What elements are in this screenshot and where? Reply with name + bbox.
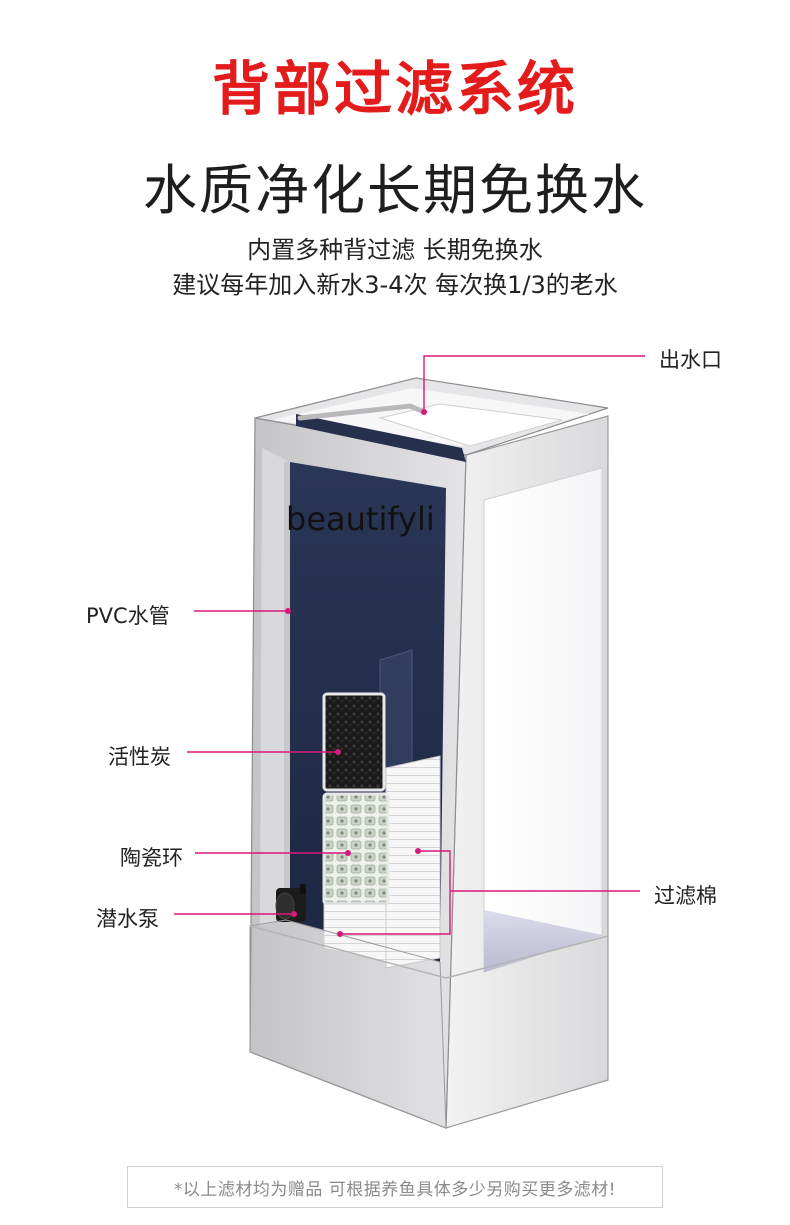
label-activated-carbon: 活性炭 xyxy=(108,745,171,769)
footer-note-box: *以上滤材均为赠品 可根据养鱼具体多少另购买更多滤材! xyxy=(127,1166,663,1208)
description-line-1: 内置多种背过滤 长期免换水 xyxy=(247,236,543,264)
label-outlet: 出水口 xyxy=(659,348,722,372)
label-submersible-pump: 潜水泵 xyxy=(96,907,159,931)
label-ceramic-ring: 陶瓷环 xyxy=(120,846,183,870)
footer-note: *以上滤材均为赠品 可根据养鱼具体多少另购买更多滤材! xyxy=(173,1179,617,1200)
label-pvc-pipe: PVC水管 xyxy=(86,604,170,628)
watermark: beautifyli xyxy=(286,500,435,538)
description-line-2: 建议每年加入新水3-4次 每次换1/3的老水 xyxy=(172,271,618,299)
page-subtitle: 水质净化长期免换水 xyxy=(143,159,647,222)
label-filter-cotton: 过滤棉 xyxy=(654,884,717,908)
page-title: 背部过滤系统 xyxy=(211,55,578,123)
